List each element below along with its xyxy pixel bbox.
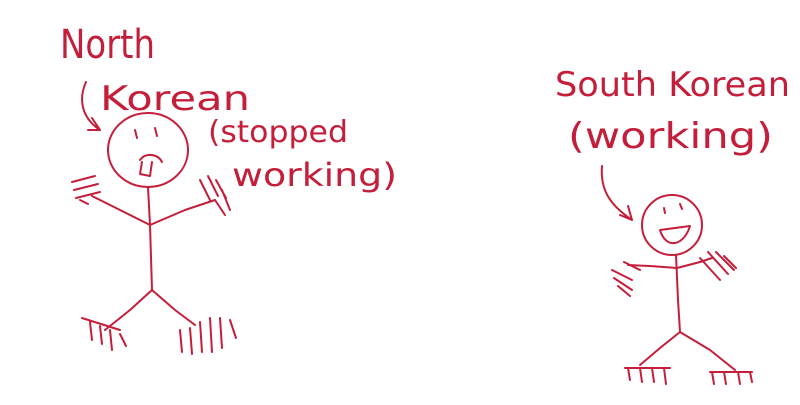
left-label-north: North — [60, 22, 155, 68]
right-label: South Korean — [555, 65, 790, 105]
right-arrow-icon — [600, 165, 633, 221]
left-body — [147, 186, 153, 291]
left-status-line1: (stopped — [208, 115, 348, 150]
right-body — [675, 254, 681, 333]
left-arrow-icon — [81, 81, 101, 131]
left-label-korean: Korean — [100, 79, 250, 119]
right-head — [641, 194, 703, 256]
right-status: (working) — [568, 116, 773, 157]
left-stick-figure — [71, 112, 237, 355]
left-status-line2: working) — [232, 156, 397, 194]
right-stick-figure — [611, 194, 753, 385]
